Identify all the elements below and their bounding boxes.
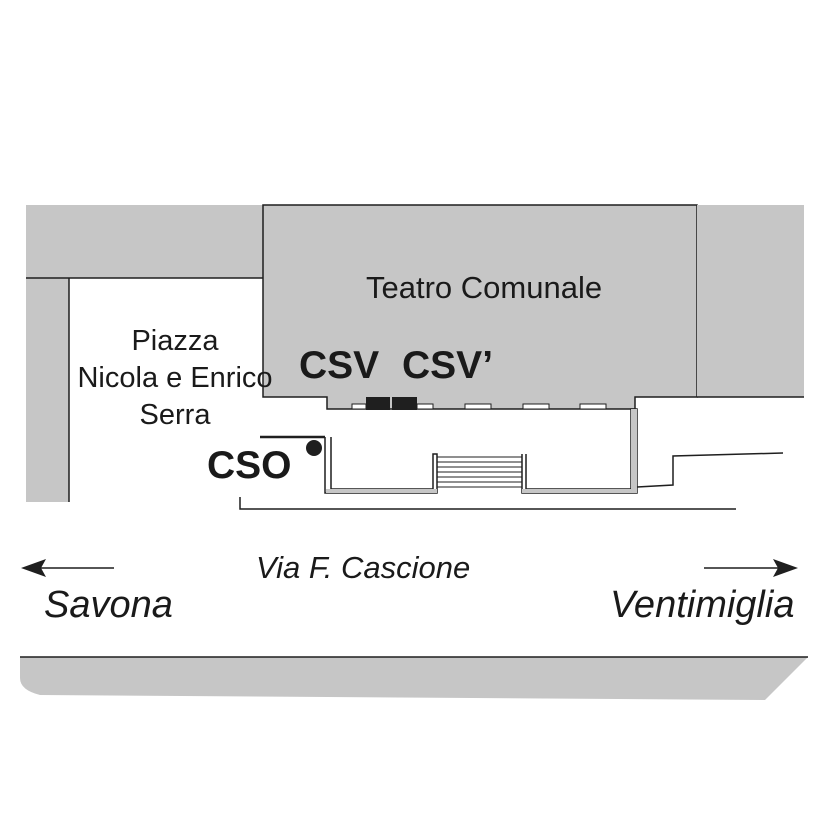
terrace-outline-right: [521, 408, 638, 494]
building-right: [697, 205, 804, 397]
csv-marker-icon: [366, 397, 390, 410]
terrace-fill-left: [326, 489, 437, 493]
window: [579, 403, 607, 410]
seafront-block: [20, 657, 808, 700]
piazza-label: Piazza Nicola e Enrico Serra: [40, 323, 310, 434]
window: [416, 403, 434, 410]
csv-prime-label: CSV’: [402, 344, 494, 387]
theatre-label: Teatro Comunale: [366, 270, 603, 305]
building-top-left: [26, 205, 264, 278]
stairs: [437, 456, 522, 488]
arrow-left-icon: [21, 559, 114, 577]
cso-label: CSO: [207, 444, 292, 487]
window: [464, 403, 492, 410]
piazza-label-line3: Serra: [139, 399, 211, 431]
piazza-label-line1: Piazza: [131, 325, 219, 357]
window: [522, 403, 550, 410]
terrace-fill-right: [522, 489, 637, 493]
csv-label: CSV: [299, 344, 380, 387]
building-left: [26, 278, 69, 502]
piazza-label-line2: Nicola e Enrico: [77, 362, 273, 394]
window: [351, 403, 367, 410]
arrow-right-icon: [704, 559, 798, 577]
sidewalk-line: [239, 497, 736, 510]
terrace-outline-left: [324, 437, 438, 494]
right-building-edge: [636, 452, 784, 488]
west-direction-label: Savona: [44, 584, 173, 626]
street-label: Via F. Cascione: [256, 550, 471, 585]
terrace-fill-post: [631, 409, 637, 493]
csv-prime-marker-icon: [392, 397, 417, 410]
cso-marker-icon: [306, 440, 322, 456]
east-direction-label: Ventimiglia: [610, 584, 795, 626]
